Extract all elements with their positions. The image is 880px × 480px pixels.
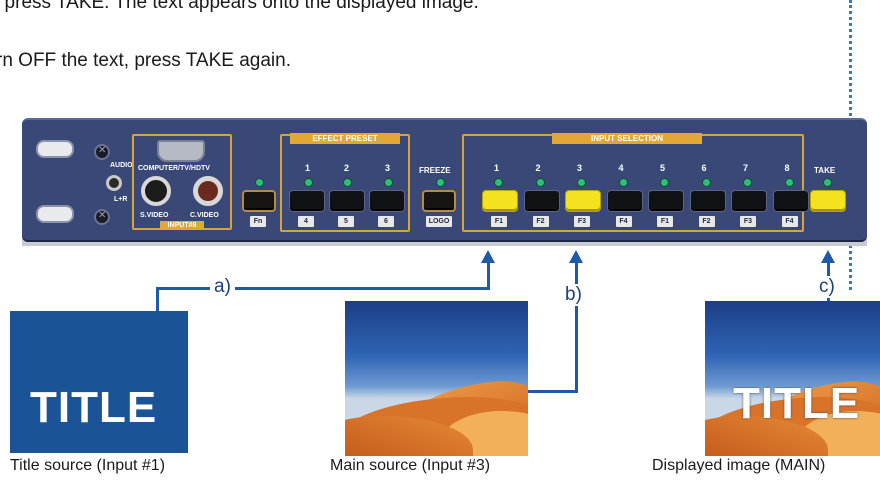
input-key-4[interactable] bbox=[606, 190, 643, 212]
preset-key-3[interactable] bbox=[369, 190, 405, 212]
input-tag-4: F4 bbox=[615, 216, 632, 227]
arrow-c-head bbox=[821, 250, 835, 263]
input-tag-1: F1 bbox=[491, 216, 507, 227]
preset-tag-5: 5 bbox=[338, 216, 354, 227]
input-number-7: 7 bbox=[743, 163, 749, 173]
take-led bbox=[823, 178, 832, 187]
take-key[interactable] bbox=[810, 190, 846, 212]
svideo-jack[interactable] bbox=[141, 176, 171, 206]
rack-ear-bottom bbox=[36, 205, 74, 223]
input-selection-title: INPUT SELECTION bbox=[552, 133, 702, 144]
audio-jack[interactable] bbox=[106, 175, 122, 191]
preset-tag-6: 6 bbox=[378, 216, 394, 227]
input-led-8 bbox=[784, 178, 794, 187]
input-number-2: 2 bbox=[535, 163, 541, 173]
input-led-3 bbox=[577, 178, 586, 187]
displayed-image: TITLE bbox=[705, 301, 880, 456]
input-tag-7: F3 bbox=[740, 216, 756, 227]
preset-key-1[interactable] bbox=[289, 190, 325, 212]
screw-top bbox=[94, 144, 110, 160]
logo-tag: LOGO bbox=[426, 216, 452, 227]
audio-label: AUDIO bbox=[110, 162, 133, 169]
preset-led-1 bbox=[304, 178, 313, 187]
computer-label: COMPUTER/TV/HDTV bbox=[138, 165, 210, 172]
title-overlay-text: TITLE bbox=[30, 383, 158, 432]
device-front-panel: AUDIO L+R COMPUTER/TV/HDTV S.VIDEO C.VID… bbox=[22, 118, 867, 242]
input-led-7 bbox=[743, 178, 752, 187]
input-key-1[interactable] bbox=[482, 190, 518, 212]
input-tag-3: F3 bbox=[574, 216, 590, 227]
input-led-2 bbox=[535, 178, 545, 187]
vga-connector[interactable] bbox=[157, 140, 205, 162]
svideo-label: S.VIDEO bbox=[140, 212, 169, 219]
arrow-b-head bbox=[569, 250, 583, 263]
screw-bottom bbox=[94, 209, 110, 225]
input-key-5[interactable] bbox=[648, 190, 684, 212]
marker-a: a) bbox=[210, 276, 235, 298]
input-led-5 bbox=[660, 178, 669, 187]
preset-key-2[interactable] bbox=[329, 190, 365, 212]
freeze-key[interactable] bbox=[422, 190, 456, 212]
input-key-7[interactable] bbox=[731, 190, 767, 212]
fn-led bbox=[255, 178, 264, 187]
panel-shadow bbox=[22, 238, 867, 246]
input-led-1 bbox=[494, 178, 503, 187]
input-key-3[interactable] bbox=[565, 190, 601, 212]
main-source-caption: Main source (Input #3) bbox=[330, 457, 491, 474]
title-source-image: TITLE bbox=[10, 311, 188, 453]
line-b-vertical bbox=[575, 262, 578, 393]
input-key-8[interactable] bbox=[772, 190, 809, 212]
line-a-vertical bbox=[487, 262, 490, 290]
lr-label: L+R bbox=[114, 196, 128, 203]
input-number-1: 1 bbox=[494, 163, 500, 173]
input-tag-2: F2 bbox=[532, 216, 549, 227]
marker-b: b) bbox=[561, 284, 586, 306]
input-number-8: 8 bbox=[784, 163, 790, 173]
title-source-caption: Title source (Input #1) bbox=[10, 457, 166, 474]
instruction-line-2: rn OFF the text, press TAKE again. bbox=[0, 50, 291, 71]
input-number-5: 5 bbox=[660, 163, 666, 173]
input8-label: INPUT#8 bbox=[160, 221, 204, 230]
line-a-stub bbox=[156, 287, 159, 313]
freeze-led bbox=[436, 178, 445, 187]
take-label: TAKE bbox=[814, 166, 836, 175]
arrow-a-head bbox=[481, 250, 495, 263]
preset-number-3: 3 bbox=[385, 163, 391, 173]
main-source-image bbox=[345, 301, 528, 456]
rack-ear-top bbox=[36, 140, 74, 158]
fn-tag: Fn bbox=[250, 216, 266, 227]
preset-tag-4: 4 bbox=[298, 216, 314, 227]
line-a-horizontal bbox=[156, 287, 489, 290]
displayed-image-caption: Displayed image (MAIN) bbox=[652, 457, 826, 474]
input-led-4 bbox=[618, 178, 628, 187]
fn-key[interactable] bbox=[242, 190, 276, 212]
marker-c: c) bbox=[815, 276, 839, 298]
preset-number-1: 1 bbox=[305, 163, 311, 173]
displayed-title-overlay: TITLE bbox=[733, 379, 861, 428]
input-tag-8: F4 bbox=[781, 216, 798, 227]
freeze-label: FREEZE bbox=[419, 166, 451, 175]
preset-led-3 bbox=[384, 178, 393, 187]
input-tag-6: F2 bbox=[698, 216, 715, 227]
preset-led-2 bbox=[343, 178, 352, 187]
cvideo-label: C.VIDEO bbox=[190, 212, 219, 219]
input-key-2[interactable] bbox=[523, 190, 560, 212]
effect-preset-title: EFFECT PRESET bbox=[290, 133, 400, 144]
instruction-line-1: , press TAKE. The text appears onto the … bbox=[0, 0, 479, 13]
cvideo-jack[interactable] bbox=[193, 176, 223, 206]
input-number-3: 3 bbox=[577, 163, 583, 173]
input-number-6: 6 bbox=[701, 163, 707, 173]
input-led-6 bbox=[701, 178, 711, 187]
input-number-4: 4 bbox=[618, 163, 624, 173]
preset-number-2: 2 bbox=[344, 163, 350, 173]
line-b-horizontal bbox=[528, 390, 577, 393]
input-tag-5: F1 bbox=[657, 216, 673, 227]
input-key-6[interactable] bbox=[689, 190, 726, 212]
